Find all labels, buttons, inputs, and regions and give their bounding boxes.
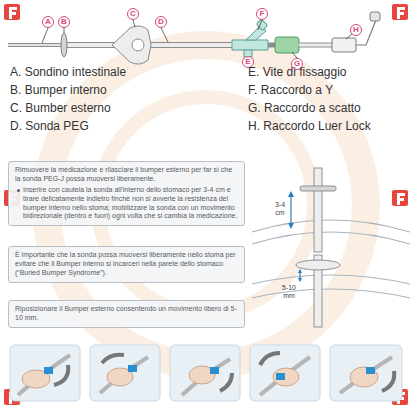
y-connector-cap: [256, 19, 267, 30]
logo-mark: [397, 193, 405, 205]
stomach-wall: [252, 220, 410, 232]
instruction-text: È importante che la sonda possa muoversi…: [15, 251, 238, 278]
step-picture: [90, 345, 160, 401]
step-arrow: [54, 365, 68, 385]
part-name: H. Raccordo Luer Lock: [248, 119, 371, 133]
logo: [392, 190, 408, 206]
intestinal-tube: [8, 43, 64, 47]
leader-line: [133, 20, 135, 27]
callout-letter: F: [256, 8, 268, 20]
step-arrow: [260, 353, 280, 365]
callout-letter-text: C: [128, 9, 138, 19]
step-frame: [10, 345, 80, 401]
external-bumper: [112, 26, 151, 64]
snap-connector: [275, 37, 299, 53]
callout-letter-text: A: [43, 17, 53, 27]
dimension-arrowhead: [298, 269, 302, 273]
leader-line: [42, 28, 48, 43]
dimension-arrowhead: [288, 191, 294, 197]
logo-mark: [9, 7, 17, 19]
tube: [100, 357, 148, 393]
logo-square: [392, 4, 408, 20]
clip: [366, 367, 375, 374]
internal-bumper: [300, 186, 336, 191]
external-bumper: [296, 260, 340, 270]
step-picture: [170, 345, 240, 401]
stomach-wall: [252, 232, 410, 244]
leader-line: [161, 28, 168, 42]
instruction-box: È importante che la sonda possa muoversi…: [8, 246, 245, 283]
tube: [340, 357, 392, 393]
callout-letter-text: B: [59, 17, 69, 27]
clip: [128, 365, 137, 372]
callout-letter-text: H: [351, 25, 361, 35]
logo-mark: [397, 7, 405, 19]
step-frame: [330, 345, 402, 401]
dimension-label: 5-10 mm: [278, 284, 300, 300]
luer-lock: [332, 38, 356, 52]
callout-letter-text: F: [257, 9, 267, 19]
step-arrow: [102, 355, 124, 363]
instruction-box: Rimuovere la medicazione e rilasciare il…: [8, 161, 245, 226]
external-bumper-hole: [132, 39, 144, 51]
dimension-arrowhead: [288, 223, 294, 229]
step-picture: [250, 345, 320, 401]
callout-letter-text: D: [156, 17, 166, 27]
clip: [44, 367, 53, 374]
logo: [392, 4, 408, 20]
leader-line: [258, 20, 262, 30]
part-name: C. Bumber esterno: [10, 101, 111, 115]
logo-square: [4, 4, 20, 20]
part-name: F. Raccordo a Y: [248, 83, 333, 97]
step-arrow: [220, 373, 232, 391]
abdominal-wall: [252, 289, 410, 298]
step-frame: [170, 345, 240, 401]
step-picture: [330, 345, 402, 401]
clip: [276, 373, 285, 380]
tube-segment: [299, 43, 332, 48]
tube-segment: [299, 44, 332, 47]
logo-square: [392, 190, 408, 206]
tube: [260, 357, 310, 395]
logo: [4, 4, 20, 20]
luer-cap: [370, 12, 380, 21]
step-picture: [10, 345, 80, 401]
leader-line: [346, 34, 352, 39]
callout-letter: C: [127, 8, 139, 20]
part-name: G. Raccordo a scatto: [248, 101, 361, 115]
abdominal-wall: [252, 275, 410, 284]
part-name: B. Bumper interno: [10, 83, 107, 97]
part-name: E. Vite di fissaggio: [248, 65, 347, 79]
part-name: D. Sonda PEG: [10, 119, 89, 133]
hand: [350, 367, 378, 387]
dimension-arrowhead: [298, 278, 302, 282]
callout-letter: B: [58, 16, 70, 28]
intestinal-tube: [8, 44, 64, 46]
part-name: A. Sondino intestinale: [10, 65, 126, 79]
step-arrow: [382, 371, 394, 391]
callout-letter: A: [42, 16, 54, 28]
instruction-text: Rimuovere la medicazione e rilasciare il…: [15, 166, 238, 184]
instruction-box: Riposizionare il Bumper esterno consente…: [8, 300, 245, 328]
tube: [18, 355, 70, 395]
dimension-line: [290, 194, 291, 226]
y-connector: [232, 40, 268, 50]
step-frame: [90, 345, 160, 401]
callout-letter: H: [350, 24, 362, 36]
clip: [210, 367, 219, 374]
internal-bumper: [61, 33, 67, 57]
callout-letter: D: [155, 16, 167, 28]
bullet-text: Inserire con cautela la sonda all'intern…: [15, 186, 238, 222]
hand: [273, 368, 299, 386]
peg-tube: [314, 168, 322, 252]
bullet-dot: [17, 189, 20, 192]
dimension-label: 3-4 cm: [271, 201, 289, 217]
step-frame: [250, 345, 320, 401]
instruction-text: Riposizionare il Bumper esterno consente…: [15, 305, 238, 323]
leader-line: [64, 28, 65, 33]
tube-segment: [268, 43, 275, 48]
